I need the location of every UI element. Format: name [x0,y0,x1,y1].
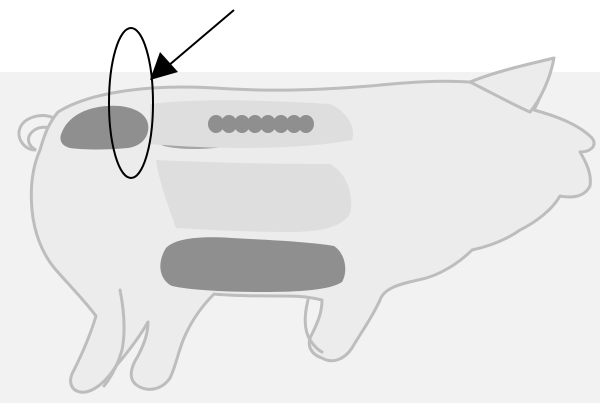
annotation-arrow [150,10,234,80]
dark-region-lower [160,237,345,292]
light-region-middle [156,160,351,232]
